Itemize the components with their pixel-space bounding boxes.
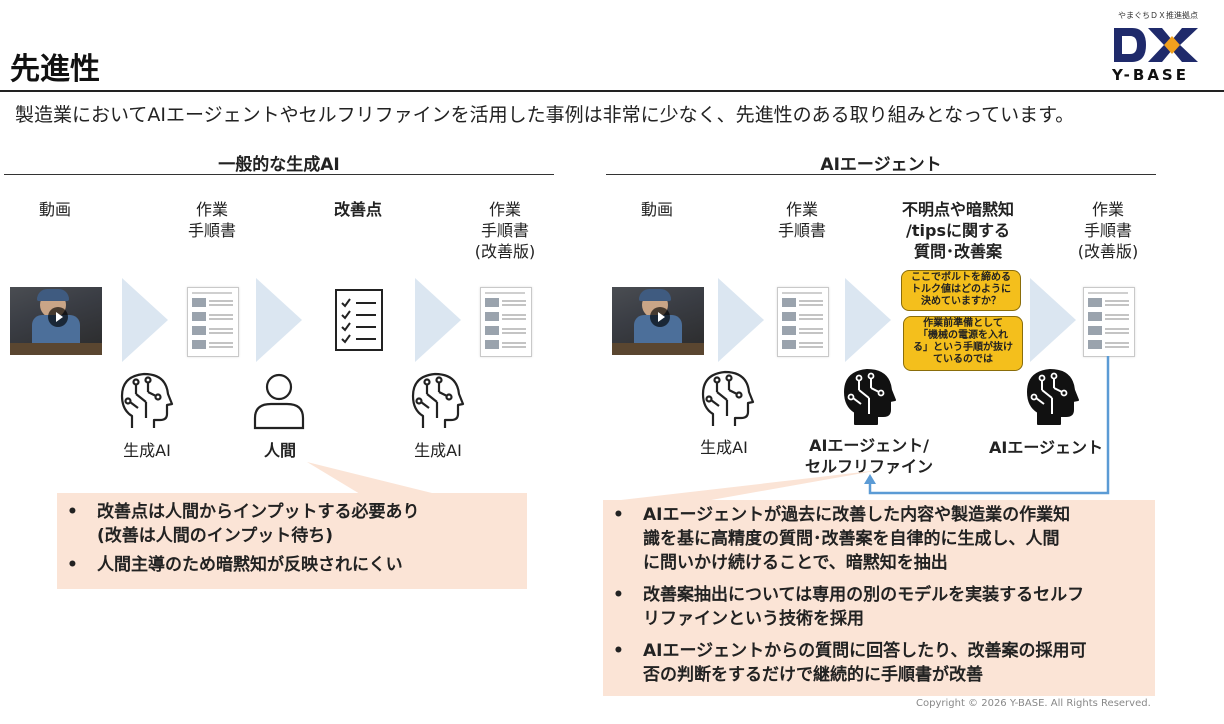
left-section-title: 一般的な生成AI [218, 155, 340, 175]
left-section-divider [4, 174, 554, 175]
left-label-video: 動画 [38, 200, 71, 219]
right-label-question: 不明点や暗黙知/tipsに関する質問･改善案 [901, 200, 1014, 261]
left-note-bullet-1: 改善点は人間からインプットする必要あり (改善は人間のインプット待ち) [57, 500, 527, 548]
brain-circuit-icon [409, 370, 465, 432]
copyright-notice: Copyright © 2026 Y-BASE. All Rights Rese… [916, 698, 1151, 709]
question-bubble-1: ここでボルトを締めるトルク値はどのように決めていますか？ [901, 270, 1021, 311]
left-label-improvement: 改善点 [333, 200, 382, 219]
left-revised-manual-thumbnail [480, 287, 532, 357]
logo-wordmark: Y-BASE [1112, 66, 1189, 84]
left-actor-genai-1: 生成AI [123, 441, 171, 460]
right-actor-genai: 生成AI [700, 438, 748, 457]
right-actor-agent-selfrefine: AIエージェント/セルフリファイン [804, 436, 933, 476]
right-flow-arrow-1 [718, 278, 764, 362]
right-note-bullet-3: AIエージェントからの質問に回答したり、改善案の採用可 否の判断をするだけで継続… [603, 639, 1155, 687]
brain-circuit-filled-icon [841, 366, 897, 428]
left-flow-arrow-1 [122, 278, 168, 362]
left-label-revised-manual: 作業手順書(改善版) [474, 200, 536, 261]
question-bubble-2: 作業前準備として「機械の電源を入れる」という手順が抜けているのでは [903, 316, 1023, 371]
left-label-manual: 作業手順書 [187, 200, 236, 240]
left-video-thumbnail[interactable] [10, 287, 102, 355]
ybase-logo-mark [1112, 24, 1202, 66]
brain-circuit-icon [118, 370, 174, 432]
right-video-thumbnail[interactable] [612, 287, 704, 355]
left-actor-genai-2: 生成AI [414, 441, 462, 460]
right-note-bullet-1: AIエージェントが過去に改善した内容や製造業の作業知 識を基に高精度の質問･改善… [603, 503, 1155, 575]
right-note-box: AIエージェントが過去に改善した内容や製造業の作業知 識を基に高精度の質問･改善… [603, 500, 1155, 696]
brain-circuit-filled-icon [1024, 366, 1080, 428]
right-flow-arrow-3 [1030, 278, 1076, 362]
logo-tagline: やまぐちＤＸ推進拠点 [1118, 11, 1198, 20]
left-manual-thumbnail [187, 287, 239, 357]
title-divider [0, 90, 1224, 92]
right-section-title: AIエージェント [820, 155, 942, 175]
right-revised-manual-thumbnail [1083, 287, 1135, 357]
page-subtitle: 製造業においてAIエージェントやセルフリファインを活用した事例は非常に少なく、先… [15, 104, 1075, 126]
brain-circuit-icon [699, 368, 755, 430]
left-actor-human: 人間 [263, 441, 296, 460]
play-icon[interactable] [650, 307, 670, 327]
left-flow-arrow-2 [256, 278, 302, 362]
checklist-icon [334, 288, 384, 352]
left-note-box: 改善点は人間からインプットする必要あり (改善は人間のインプット待ち) 人間主導… [57, 493, 527, 589]
left-note-bullet-2: 人間主導のため暗黙知が反映されにくい [57, 553, 527, 577]
right-actor-agent: AIエージェント [988, 438, 1104, 457]
right-manual-thumbnail [777, 287, 829, 357]
right-section-divider [606, 174, 1156, 175]
right-flow-arrow-2 [845, 278, 891, 362]
left-flow-arrow-3 [415, 278, 461, 362]
play-icon[interactable] [48, 307, 68, 327]
right-label-video: 動画 [640, 200, 673, 219]
right-label-manual: 作業手順書 [777, 200, 826, 240]
page-title: 先進性 [10, 52, 100, 87]
person-icon [253, 372, 305, 430]
right-note-bullet-2: 改善案抽出については専用の別のモデルを実装するセルフ リファインという技術を採用 [603, 583, 1155, 631]
right-label-revised-manual: 作業手順書(改善版) [1077, 200, 1139, 261]
